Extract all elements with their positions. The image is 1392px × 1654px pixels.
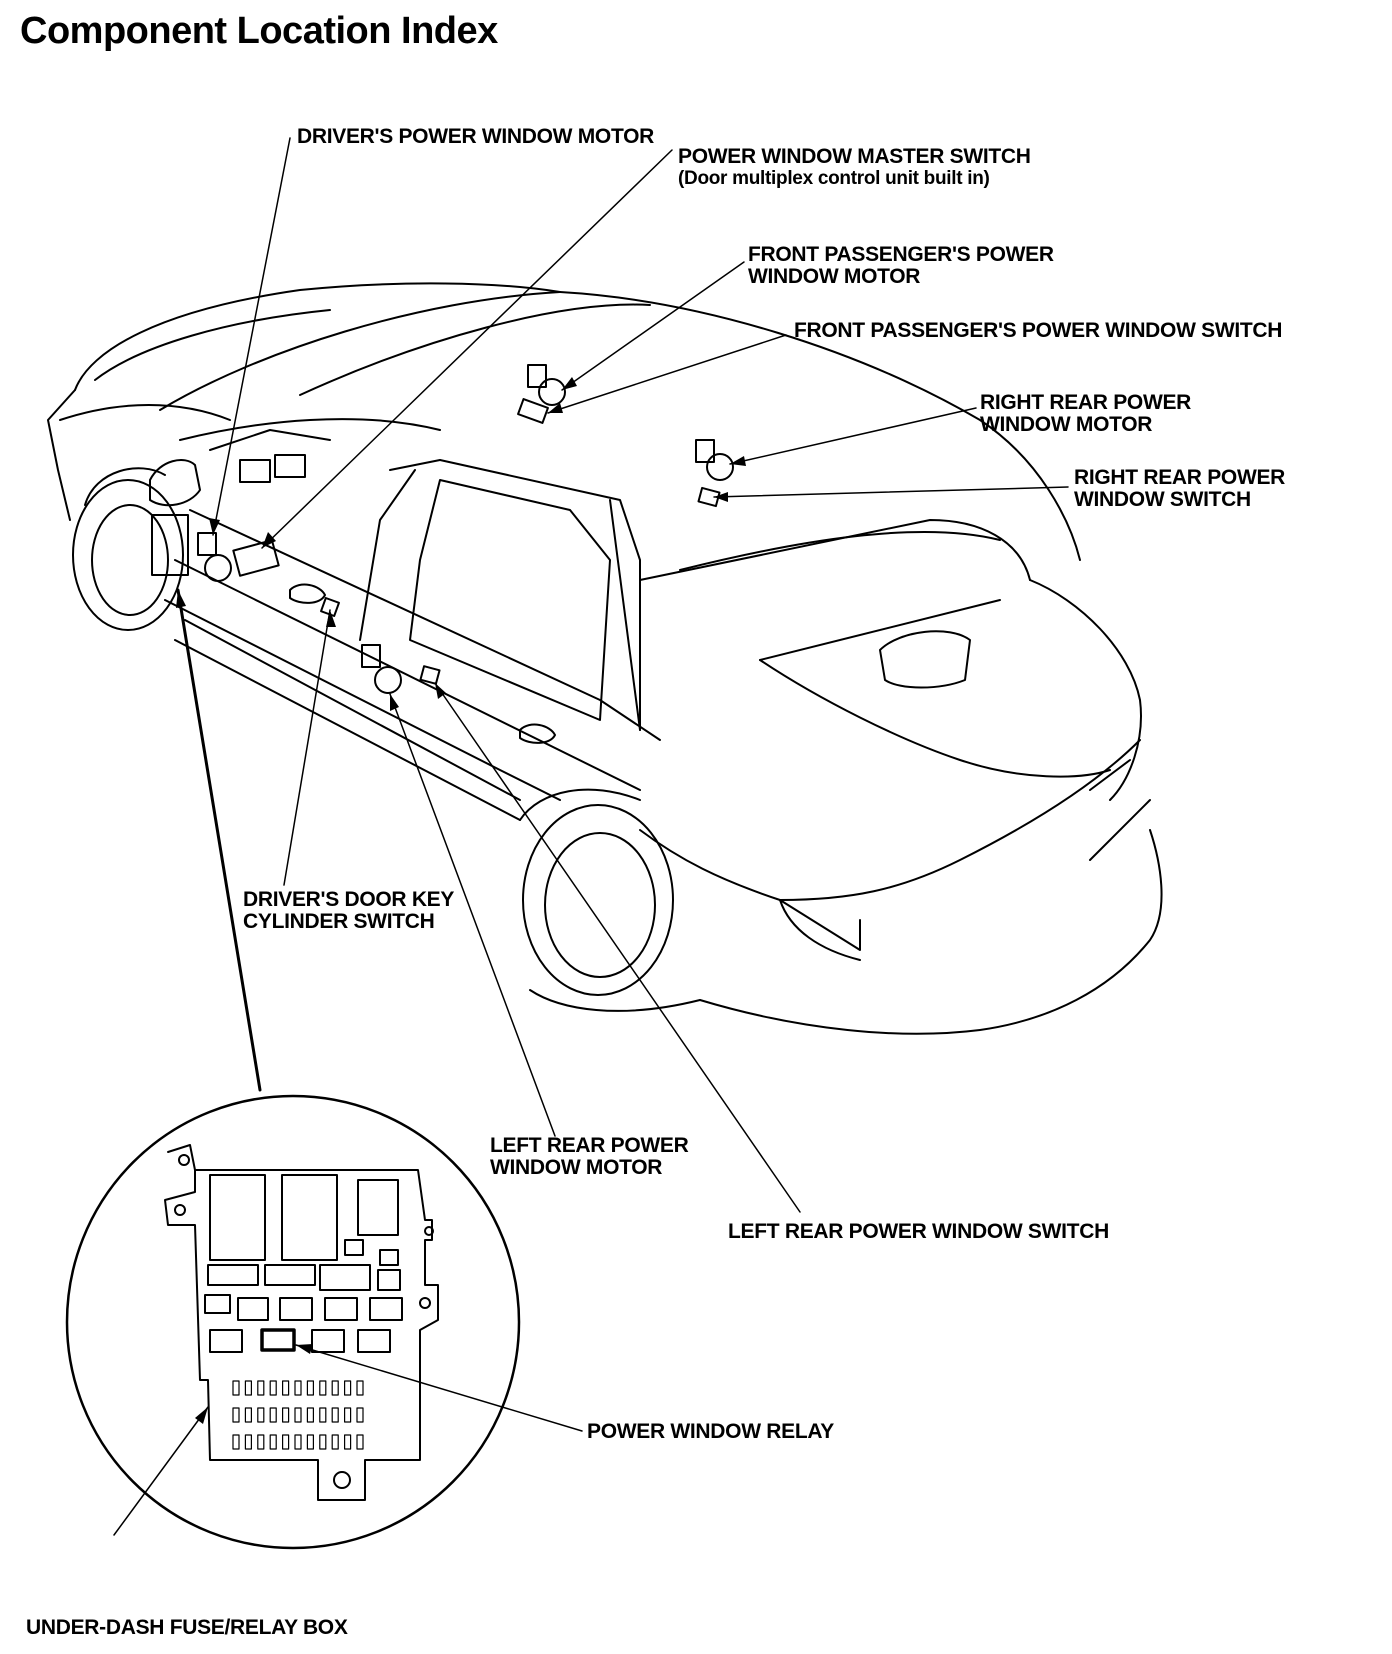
label-right-rear-power-window-motor: RIGHT REAR POWER WINDOW MOTOR (980, 392, 1191, 436)
mini-fuse (306, 1407, 314, 1423)
label-line-1: FRONT PASSENGER'S POWER (748, 243, 1054, 266)
label-text: LEFT REAR POWER WINDOW SWITCH (728, 1220, 1109, 1243)
mini-fuse (356, 1434, 364, 1450)
label-left-rear-power-window-switch: LEFT REAR POWER WINDOW SWITCH (728, 1221, 1109, 1243)
label-line-1: DRIVER'S DOOR KEY (243, 888, 455, 911)
mini-fuse (319, 1434, 327, 1450)
label-line-2: WINDOW MOTOR (748, 265, 921, 288)
label-line-2: WINDOW MOTOR (980, 413, 1153, 436)
mini-fuse (356, 1380, 364, 1396)
mini-fuse (257, 1380, 265, 1396)
page-title: Component Location Index (20, 10, 498, 52)
mini-fuse (294, 1380, 302, 1396)
mini-fuse (257, 1407, 265, 1423)
label-front-passengers-power-window-switch: FRONT PASSENGER'S POWER WINDOW SWITCH (794, 320, 1282, 342)
label-line-2: CYLINDER SWITCH (243, 910, 435, 933)
label-text: UNDER-DASH FUSE/RELAY BOX (26, 1616, 348, 1639)
mini-fuse (306, 1380, 314, 1396)
mini-fuse (232, 1380, 240, 1396)
components (151, 364, 734, 694)
label-text: DRIVER'S POWER WINDOW MOTOR (297, 125, 655, 148)
mini-fuse (331, 1434, 339, 1450)
mini-fuse (269, 1380, 277, 1396)
mini-fuse (257, 1434, 265, 1450)
label-text: FRONT PASSENGER'S POWER WINDOW SWITCH (794, 319, 1283, 342)
mini-fuse (306, 1434, 314, 1450)
mini-fuse (244, 1380, 252, 1396)
arrowheads (176, 377, 746, 1424)
mini-fuse (232, 1407, 240, 1423)
mini-fuse (331, 1380, 339, 1396)
label-drivers-power-window-motor: DRIVER'S POWER WINDOW MOTOR (297, 126, 654, 148)
power-window-relay-location (260, 1328, 296, 1352)
label-text: POWER WINDOW MASTER SWITCH (678, 145, 1031, 168)
mini-fuse (244, 1434, 252, 1450)
fuse-relay-box-inset (65, 1094, 521, 1550)
mini-fuse (269, 1407, 277, 1423)
mini-fuse (244, 1407, 252, 1423)
mini-fuse (232, 1434, 240, 1450)
label-text: POWER WINDOW RELAY (587, 1420, 834, 1443)
label-note: (Door multiplex control unit built in) (678, 168, 990, 189)
mini-fuse (282, 1380, 290, 1396)
mini-fuse (356, 1407, 364, 1423)
mini-fuse (344, 1434, 352, 1450)
label-line-1: LEFT REAR POWER (490, 1134, 689, 1157)
mini-fuse (319, 1380, 327, 1396)
car-body (47, 282, 1163, 1035)
mini-fuse (344, 1380, 352, 1396)
leader-lines (113, 137, 1069, 1536)
mini-fuse (331, 1407, 339, 1423)
fuse-box-location (151, 514, 189, 576)
label-left-rear-power-window-motor: LEFT REAR POWER WINDOW MOTOR (490, 1135, 689, 1179)
mini-fuse (319, 1407, 327, 1423)
label-line-1: RIGHT REAR POWER (1074, 466, 1286, 489)
mini-fuse (294, 1434, 302, 1450)
label-drivers-door-key-cylinder-switch: DRIVER'S DOOR KEY CYLINDER SWITCH (243, 889, 454, 933)
mini-fuse (282, 1434, 290, 1450)
mini-fuse (294, 1407, 302, 1423)
label-under-dash-fuse-relay-box: UNDER-DASH FUSE/RELAY BOX (26, 1617, 348, 1639)
mini-fuse (344, 1407, 352, 1423)
label-front-passengers-power-window-motor: FRONT PASSENGER'S POWER WINDOW MOTOR (748, 244, 1054, 288)
label-line-2: WINDOW MOTOR (490, 1156, 663, 1179)
label-line-2: WINDOW SWITCH (1074, 488, 1251, 511)
mini-fuse (282, 1407, 290, 1423)
label-line-1: RIGHT REAR POWER (980, 391, 1192, 414)
mini-fuse (269, 1434, 277, 1450)
label-right-rear-power-window-switch: RIGHT REAR POWER WINDOW SWITCH (1074, 467, 1285, 511)
label-power-window-master-switch: POWER WINDOW MASTER SWITCH (Door multipl… (678, 146, 1031, 190)
label-power-window-relay: POWER WINDOW RELAY (587, 1421, 834, 1443)
